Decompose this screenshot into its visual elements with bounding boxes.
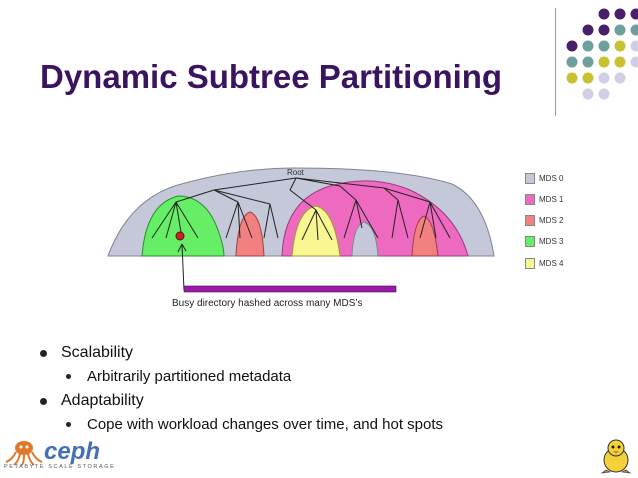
- ceph-tagline: PETABYTE SCALE STORAGE: [4, 464, 116, 470]
- legend-item-mds3: MDS 3: [525, 234, 563, 248]
- decorative-dot: [582, 40, 594, 52]
- legend-swatch: [525, 257, 535, 269]
- divider-line: [555, 8, 556, 116]
- decorative-dot: [598, 40, 610, 52]
- decorative-dot: [598, 56, 610, 68]
- bullet-text: Adaptability: [61, 392, 144, 409]
- decorative-dot: [598, 24, 610, 36]
- mds2-region-right: [411, 215, 439, 257]
- mds0-nested-region: [351, 221, 379, 257]
- decorative-dot: [598, 88, 610, 100]
- hot-spot-arrow: [177, 243, 187, 291]
- decorative-dot: [614, 56, 626, 68]
- decorative-dot: [614, 24, 626, 36]
- legend-swatch: [525, 235, 535, 247]
- decorative-dot: [630, 24, 638, 36]
- decorative-dot: [582, 88, 594, 100]
- subtree-partition-diagram: [107, 167, 495, 293]
- bullet-text: Cope with workload changes over time, an…: [87, 416, 444, 433]
- hash-distribution-bar: [183, 285, 397, 293]
- legend-label: MDS 4: [539, 258, 564, 268]
- legend-label: MDS 3: [539, 236, 564, 246]
- mds4-region: [291, 205, 341, 257]
- decorative-dot: [630, 56, 638, 68]
- legend-label: MDS 1: [539, 194, 564, 204]
- decorative-dot: [566, 56, 578, 68]
- root-label: Root: [287, 168, 304, 177]
- decorative-dot: [630, 40, 638, 52]
- bullet-dot-icon: [40, 349, 47, 357]
- legend-swatch: [525, 172, 535, 184]
- bullet-dot-icon: [40, 397, 47, 405]
- decorative-dot: [566, 40, 578, 52]
- decorative-dot: [614, 40, 626, 52]
- sub-bullet-item: Cope with workload changes over time, an…: [66, 416, 443, 433]
- ceph-octopus-icon: [5, 441, 43, 466]
- bullet-text: Arbitrarily partitioned metadata: [87, 368, 292, 385]
- sub-bullet-item: Arbitrarily partitioned metadata: [66, 368, 291, 385]
- legend-label: MDS 2: [539, 215, 564, 225]
- tree-edges: [151, 177, 451, 241]
- legend-swatch: [525, 193, 535, 205]
- legend-item-mds1: MDS 1: [525, 192, 563, 206]
- ceph-wordmark: ceph: [44, 438, 101, 465]
- legend-item-mds4: MDS 4: [525, 256, 563, 270]
- decorative-dot-grid: [566, 8, 638, 100]
- slide-title: Dynamic Subtree Partitioning: [40, 58, 503, 95]
- decorative-dot: [582, 72, 594, 84]
- legend-label: MDS 0: [539, 173, 564, 183]
- penguin-mascot-icon: [600, 439, 632, 474]
- decorative-dot: [566, 72, 578, 84]
- busy-directory-caption: Busy directory hashed across many MDS’s: [172, 298, 363, 309]
- hot-spot-marker: [175, 231, 185, 241]
- mds3-region: [141, 195, 225, 257]
- bullet-item: Adaptability: [40, 392, 144, 410]
- bullet-text: Scalability: [61, 344, 134, 361]
- decorative-dot: [582, 56, 594, 68]
- legend-swatch: [525, 214, 535, 226]
- legend-item-mds0: MDS 0: [525, 171, 563, 185]
- decorative-dot: [614, 72, 626, 84]
- decorative-dot: [614, 8, 626, 20]
- legend-item-mds2: MDS 2: [525, 213, 563, 227]
- bullet-dot-icon: [66, 374, 71, 379]
- decorative-dot: [598, 8, 610, 20]
- bullet-item: Scalability: [40, 344, 133, 362]
- decorative-dot: [598, 72, 610, 84]
- bullet-dot-icon: [66, 422, 71, 427]
- decorative-dot: [582, 24, 594, 36]
- decorative-dot: [630, 8, 638, 20]
